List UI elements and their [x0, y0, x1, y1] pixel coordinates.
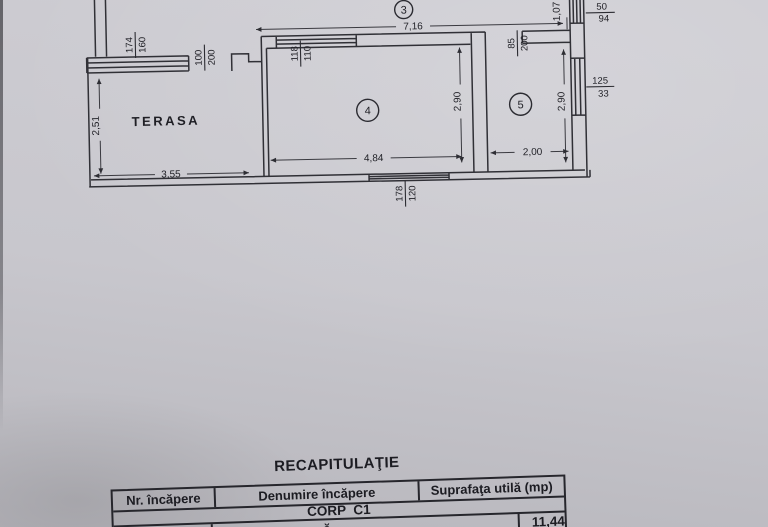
dim-room4-height: 2,90	[452, 91, 463, 111]
photo-left-edge-shadow	[0, 0, 3, 527]
floor-plan-drawing: 7,16 1,07 2,51 3,55 4,84 2,90 2,90 2,00 …	[0, 0, 768, 258]
dim-room4-width: 4,84	[364, 153, 384, 164]
room4-top-window-size-label: 118 110	[289, 40, 314, 67]
room3-marker: 3	[393, 0, 414, 20]
dim-top-right: 1,07	[552, 1, 563, 21]
recap-table: Nr. încăpere Denumire încăpere Suprafaţa…	[110, 474, 568, 527]
dim-room5-height: 2,90	[556, 91, 567, 111]
svg-text:33: 33	[598, 88, 609, 99]
svg-text:100: 100	[193, 50, 204, 66]
svg-text:85: 85	[506, 38, 517, 49]
floor-plan-svg: 7,16 1,07 2,51 3,55 4,84 2,90 2,90 2,00 …	[85, 0, 615, 207]
svg-text:50: 50	[596, 2, 607, 13]
dim-terasa-height: 2,51	[91, 115, 102, 135]
svg-text:2,51: 2,51	[91, 115, 102, 135]
svg-text:200: 200	[206, 49, 217, 65]
room4-bottom-window-size-label: 178 120	[394, 180, 419, 207]
room5-door-size-label: 85 200	[506, 30, 531, 57]
terasa-room-label: TERASA	[132, 113, 201, 129]
svg-text:174: 174	[124, 37, 135, 53]
recap-title: RECAPITULAŢIE	[273, 453, 400, 476]
dim-top-width: 7,16	[403, 21, 423, 32]
right-wall-mid-window-label: 125 33	[586, 75, 615, 100]
room5-marker: 5	[508, 92, 533, 116]
svg-text:5: 5	[517, 99, 523, 111]
svg-text:160: 160	[137, 37, 148, 53]
svg-text:125: 125	[592, 75, 608, 86]
dim-room5-width: 2,00	[523, 147, 543, 158]
cell-suprafata-value: 11,44	[531, 513, 566, 527]
room4-marker: 4	[356, 98, 380, 123]
plan-walls	[85, 0, 591, 188]
svg-text:118: 118	[289, 46, 300, 61]
svg-text:3: 3	[401, 5, 407, 17]
svg-text:94: 94	[599, 13, 610, 24]
svg-text:1,07: 1,07	[552, 1, 563, 21]
svg-text:200: 200	[519, 35, 530, 51]
dimension-lines	[93, 17, 569, 179]
dim-terasa-width: 3,55	[161, 169, 181, 180]
svg-text:110: 110	[302, 46, 313, 61]
svg-text:2,90: 2,90	[556, 91, 567, 111]
svg-text:120: 120	[407, 185, 418, 201]
terasa-window-size-label: 174 160	[124, 31, 149, 58]
svg-text:2,90: 2,90	[452, 91, 463, 111]
right-wall-top-window-label: 50 94	[585, 2, 615, 25]
col-header-nr: Nr. încăpere	[112, 488, 217, 511]
svg-text:4: 4	[365, 105, 371, 117]
terasa-door-size-label: 100 200	[193, 44, 218, 71]
svg-text:178: 178	[394, 186, 405, 202]
